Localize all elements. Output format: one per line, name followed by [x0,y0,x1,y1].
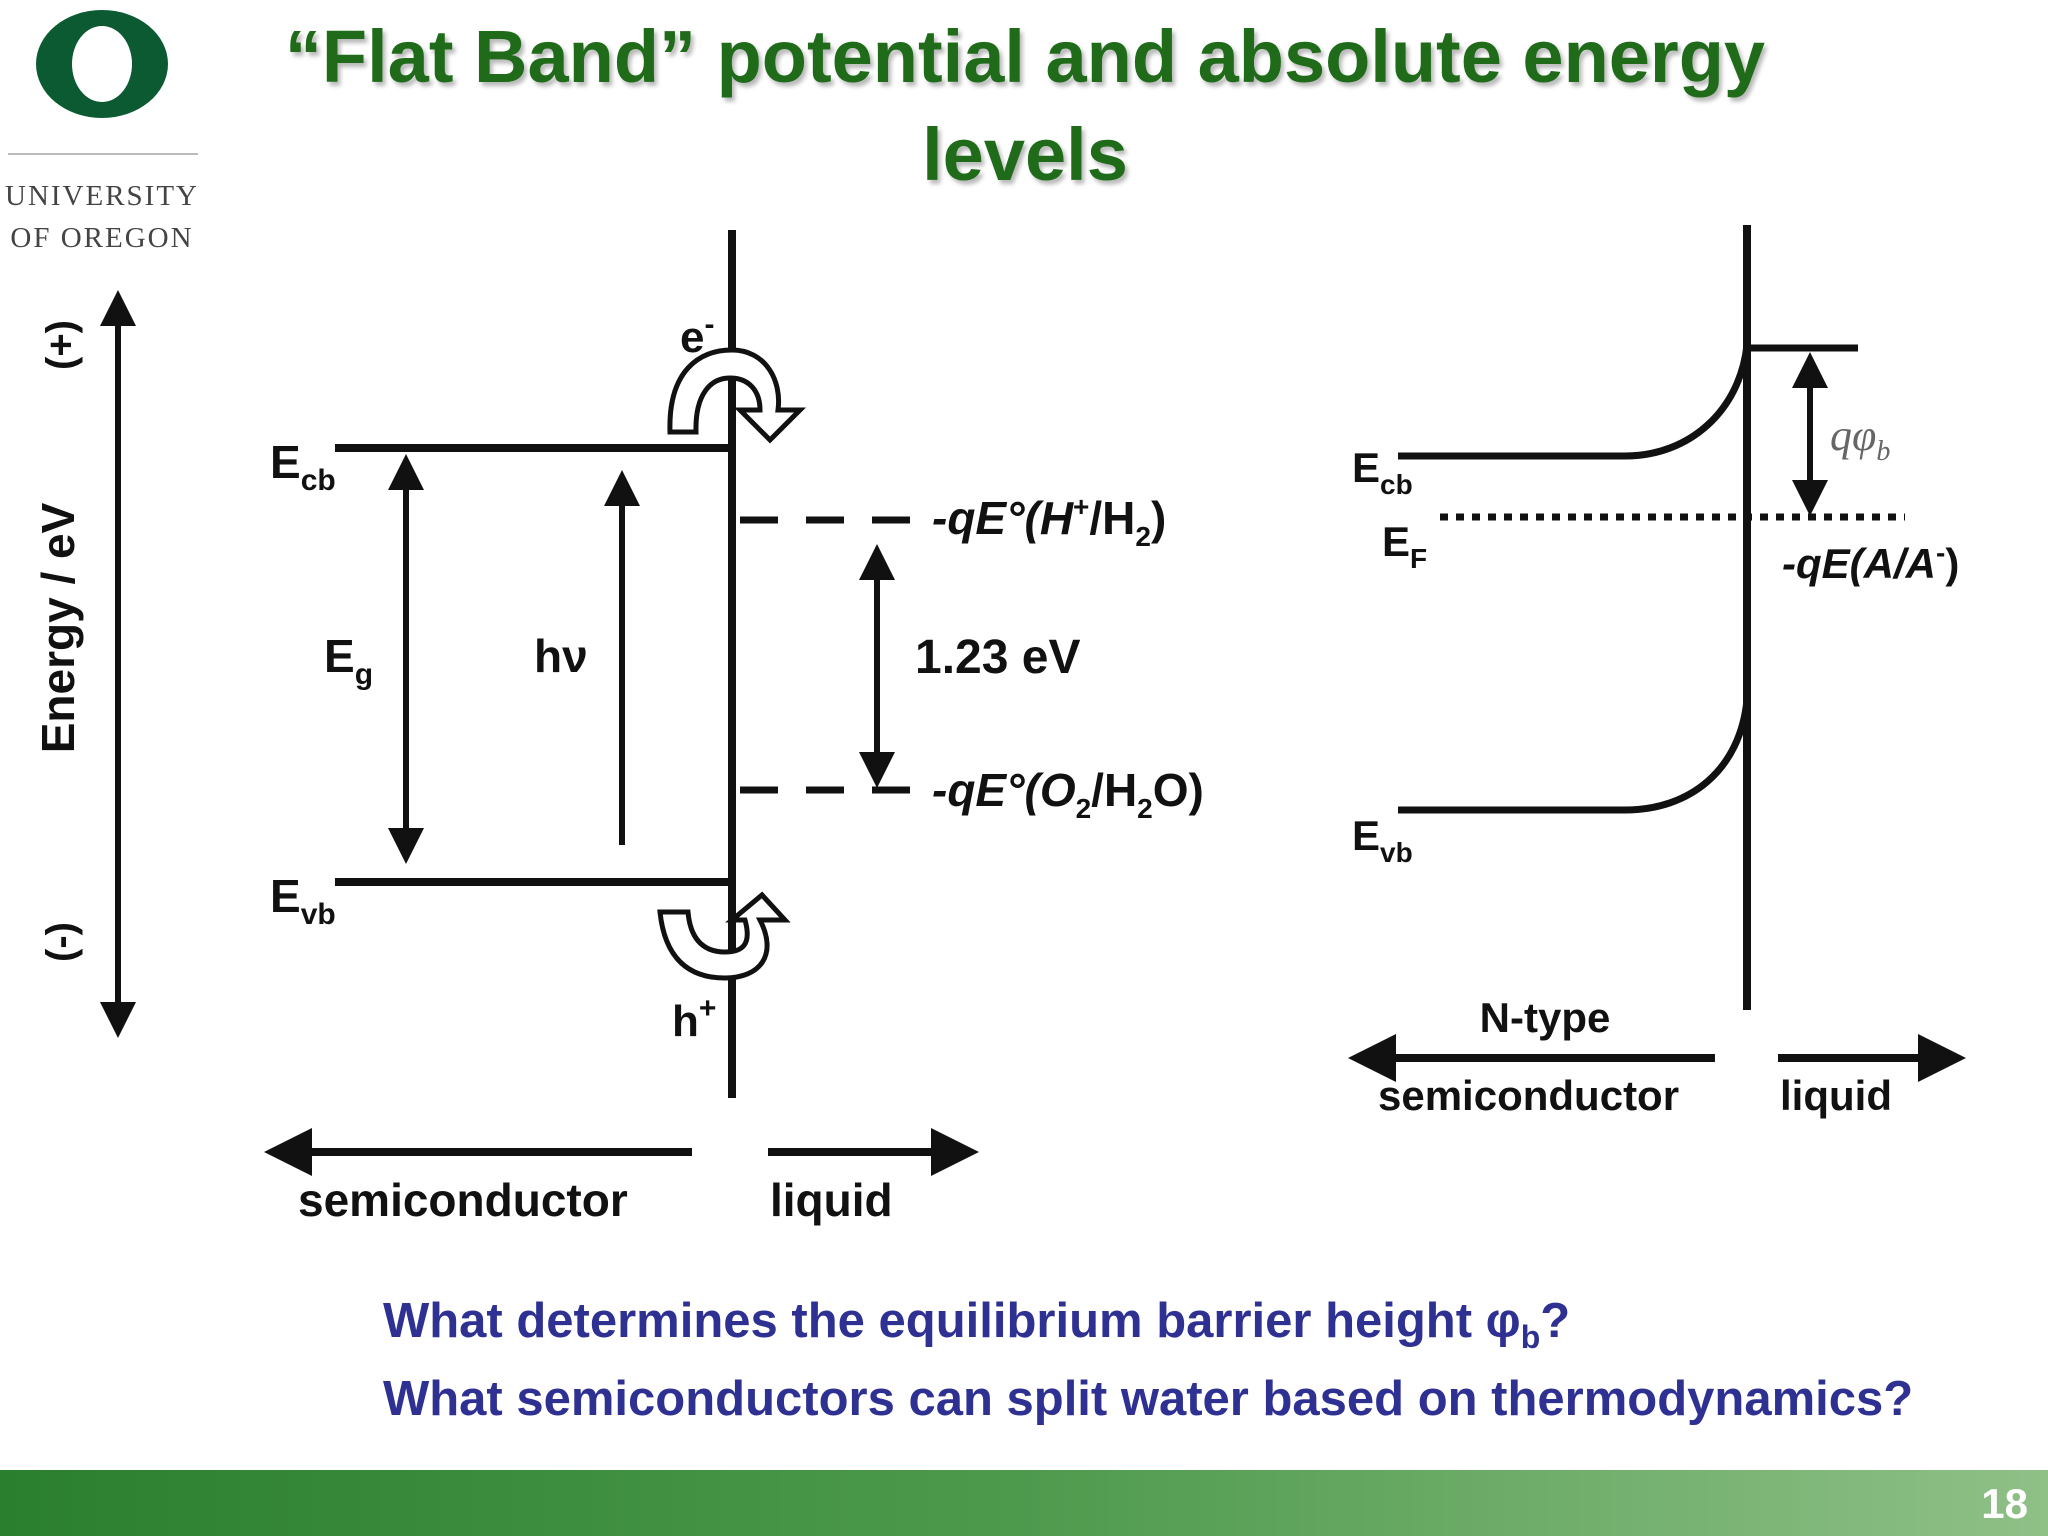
ef-sub: F [1410,543,1427,574]
o2-redox-label: -qE°(O2/H2O) [932,764,1204,824]
svg-text:EF: EF [1382,518,1427,574]
question-2: What semiconductors can split water base… [383,1371,1914,1426]
svg-text:h+: h+ [672,992,716,1046]
right-ecb-label: E [1352,444,1380,491]
band-bending-diagram [1348,225,1966,1082]
right-liquid-label: liquid [1780,1072,1892,1119]
svg-text:Ecb: Ecb [1352,444,1413,500]
slide-title: “Flat Band” potential and absolute energ… [200,8,1850,204]
title-line1: “Flat Band” potential and absolute energ… [284,15,1766,98]
flat-band-diagram [264,230,979,1176]
svg-text:Evb: Evb [270,870,336,931]
evb-label: E [270,870,301,922]
electron-label: e [680,313,704,362]
svg-text:Ecb: Ecb [270,436,336,497]
axis-minus-label: (-) [39,922,83,962]
ecb-label: E [270,436,301,488]
left-liquid-label: liquid [770,1174,893,1226]
logo-line1: UNIVERSITY [5,180,199,212]
electron-transfer-arrow [667,347,807,444]
hole-transfer-arrow [657,891,791,981]
gap-value-label: 1.23 eV [915,631,1080,684]
right-valence-band [1398,699,1751,814]
university-logo: UNIVERSITY OF OREGON [5,10,199,254]
band-bending-labels: Ecb EF Evb qφb -qE(A/A-) N-type semicond… [1352,411,1959,1119]
svg-text:Eg: Eg [324,630,373,691]
n-type-label: N-type [1480,994,1611,1041]
title-line2: levels [922,113,1128,196]
electron-sup: - [704,308,714,341]
right-evb-sub: vb [1380,837,1413,868]
ecb-sub: cb [301,464,336,497]
svg-text:Evb: Evb [1352,812,1413,868]
right-evb-label: E [1352,812,1380,859]
page-number: 18 [1981,1480,2028,1527]
left-semiconductor-label: semiconductor [298,1174,628,1226]
evb-sub: vb [301,898,336,931]
right-conduction-band [1398,344,1751,460]
axis-plus-label: (+) [39,320,83,370]
flat-band-labels: Ecb Evb Eg hν e- h+ -qE°(H+/H2) -qE°(O2/… [270,308,1204,1226]
hole-sup: + [699,992,717,1025]
question-1: What determines the equilibrium barrier … [383,1294,1571,1355]
eg-label: E [324,630,355,682]
logo-line2: OF OREGON [10,222,193,254]
svg-text:e-: e- [680,308,714,362]
energy-axis: Energy / eV (+) (-) [32,290,136,1038]
discussion-questions: What determines the equilibrium barrier … [383,1290,2023,1430]
barrier-label: qφb [1830,411,1890,467]
ef-label: E [1382,518,1410,565]
energy-axis-label: Energy / eV [32,502,84,753]
footer-bar: 18 [0,1470,2048,1536]
right-ecb-sub: cb [1380,469,1413,500]
band-diagram: Energy / eV (+) (-) Ecb Evb Eg hν e- h+ … [32,225,1966,1226]
eg-sub: g [355,658,373,691]
h2-redox-label: -qE°(H+/H2) [932,491,1166,552]
hole-label: h [672,997,699,1046]
right-semiconductor-label: semiconductor [1378,1072,1679,1119]
acceptor-redox-label: -qE(A/A-) [1782,537,1959,587]
hv-label: hν [534,630,588,682]
